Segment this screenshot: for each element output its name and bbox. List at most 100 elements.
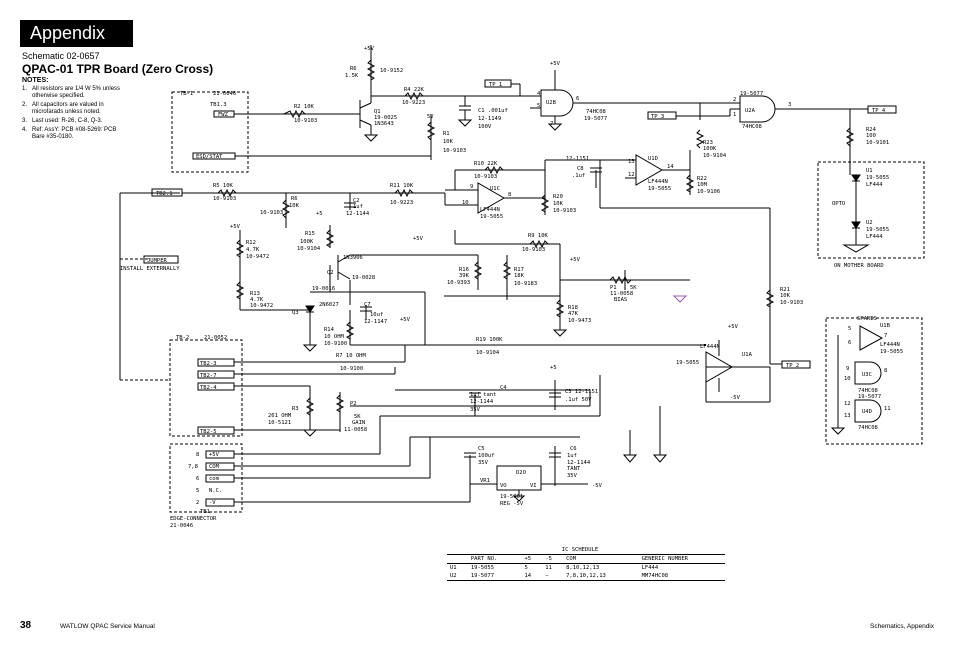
- schematic-label: 11-0058: [344, 427, 367, 433]
- schematic-label: R7 10 OHM: [336, 353, 366, 359]
- schematic-label: LF444N: [648, 179, 668, 185]
- schematic-label: R12: [246, 240, 256, 246]
- schematic-label: 11-0058: [610, 291, 633, 297]
- schematic-label: R21: [780, 287, 790, 293]
- schematic-label: 12: [844, 401, 851, 407]
- schematic-label: 74HC08: [586, 109, 606, 115]
- manual-name: WATLOW QPAC Service Manual: [60, 623, 155, 630]
- schematic-label: 10-9103: [522, 247, 545, 253]
- page-number: 38: [20, 620, 32, 631]
- col-generic: GENERIC NUMBER: [641, 556, 688, 562]
- schematic-label: 18K: [514, 273, 525, 279]
- schematic-label: R13: [250, 291, 260, 297]
- schematic-label: 10-9183: [514, 281, 537, 287]
- schematic-label: COM: [209, 464, 220, 470]
- schematic-label: 7,8: [188, 464, 198, 470]
- schematic-label: 5V: [427, 114, 434, 120]
- col-plus5: +5: [524, 556, 532, 562]
- schematic-label: N.C.: [209, 488, 222, 494]
- schematic-label: 6: [848, 340, 851, 346]
- schematic-label: +5V: [209, 452, 220, 458]
- schematic-label: 19-0025: [374, 115, 397, 121]
- schematic-label: 10K: [780, 293, 791, 299]
- appendix-title: Appendix: [30, 23, 106, 43]
- schematic-label: 8: [884, 368, 887, 374]
- schematic-label: R20: [553, 194, 563, 200]
- schematic-label: D2O: [516, 470, 526, 476]
- schematic-label: BIAS: [614, 297, 627, 303]
- schematic-label: 100V: [478, 124, 492, 130]
- schematic-label: TP 4: [872, 108, 886, 114]
- schematic-label: 10M: [697, 182, 708, 188]
- schematic-label: Q2: [327, 270, 334, 276]
- schematic-label: 1N3643: [374, 121, 394, 127]
- note-item: 2.All capacitors are valued in microfara…: [22, 102, 104, 115]
- schematic-label: LF444N: [700, 344, 720, 350]
- schematic-label: 10-9152: [380, 68, 403, 74]
- schematic-label: 21-0052: [204, 335, 227, 341]
- note-item: 3.Last used: R-26, C-8, Q-3.: [22, 118, 103, 124]
- schematic-label: 10-9223: [390, 200, 413, 206]
- schematic-label: U2A: [745, 108, 756, 114]
- schematic-label: C6: [570, 446, 577, 452]
- schematic-label: 74HC08: [858, 425, 878, 431]
- schematic-label: 100K: [703, 146, 717, 152]
- schematic-label: R17: [514, 267, 524, 273]
- schematic-label: VI: [530, 483, 537, 489]
- schematic-label: 19-0016: [312, 286, 335, 292]
- schematic-label: 5: [848, 326, 851, 332]
- schematic-label: 14: [667, 164, 674, 170]
- schematic-number: Schematic 02-0657: [22, 51, 100, 61]
- schematic-label: 35V: [470, 407, 481, 413]
- col-com: COM: [566, 556, 577, 562]
- schematic-label: +5V: [413, 236, 424, 242]
- note-item: 4.Ref: AssY: PCB #08-5269: PCB Bare #35-…: [22, 127, 117, 140]
- schematic-label: Q1: [374, 109, 381, 115]
- schematic-label: TB2-7: [200, 373, 217, 379]
- schematic-label: R16: [459, 267, 469, 273]
- schematic-label: com: [209, 476, 220, 482]
- schematic-label: LF444N: [880, 342, 900, 348]
- schematic-label: LF444N: [480, 207, 500, 213]
- schematic-label: EDGE-CONNECTOR: [170, 516, 217, 522]
- schematic-label: P2: [350, 401, 357, 407]
- notes-list: 1.All resistors are 1/4 W 5% unless othe…: [22, 86, 130, 143]
- schematic-label: U2B: [546, 100, 557, 106]
- schematic-label: -5V: [730, 395, 741, 401]
- table-row: U1 19-5055 5 11 8,10,12,13 LF444: [450, 565, 659, 571]
- schematic-label: 12-1151: [566, 156, 589, 162]
- col-part: PART NO.: [470, 556, 498, 562]
- schematic-label: SPARES: [857, 316, 877, 322]
- schematic-label: 10-9106: [697, 189, 720, 195]
- schematic-label: 6: [576, 96, 579, 102]
- schematic-label: TB1: [200, 509, 210, 515]
- schematic-label: 19-5055: [480, 214, 503, 220]
- schematic-label: .1uf 50V: [565, 397, 592, 403]
- schematic-label: C1 .001uf: [478, 108, 508, 114]
- schematic-label: +5V: [728, 324, 739, 330]
- schematic-label: ON MOTHER BOARD: [834, 263, 884, 269]
- schematic-label: 74HC08: [858, 388, 878, 394]
- schematic-label: 19-5055: [676, 360, 699, 366]
- schematic-label: 10-9104: [476, 350, 500, 356]
- schematic-label: 1uf: [353, 204, 363, 210]
- schematic-label: 10: [844, 376, 851, 382]
- schematic-label: 19-5077: [584, 116, 607, 122]
- schematic-label: +5: [550, 365, 557, 371]
- schematic-label: U4D: [862, 409, 872, 415]
- schematic-label: 1N3906: [343, 255, 363, 261]
- col-minus5: -5: [545, 556, 552, 562]
- schematic-label: +5V: [550, 61, 561, 67]
- schematic-label: U1C: [490, 186, 500, 192]
- schematic-label: R22: [697, 176, 707, 182]
- schematic-label: 10-9393: [447, 280, 470, 286]
- schematic-label: R9 10K: [528, 233, 549, 239]
- schematic-label: 100K: [300, 239, 314, 245]
- schematic-label: -V: [209, 500, 216, 506]
- schematic-label: 2: [196, 500, 199, 506]
- schematic-label: +5V: [364, 46, 375, 52]
- schematic-label: 10 OHM: [324, 334, 345, 340]
- schematic-label: 12-1144: [567, 460, 591, 466]
- schematic-label: TP 3: [651, 114, 664, 120]
- schematic-label: 19-5077: [858, 394, 881, 400]
